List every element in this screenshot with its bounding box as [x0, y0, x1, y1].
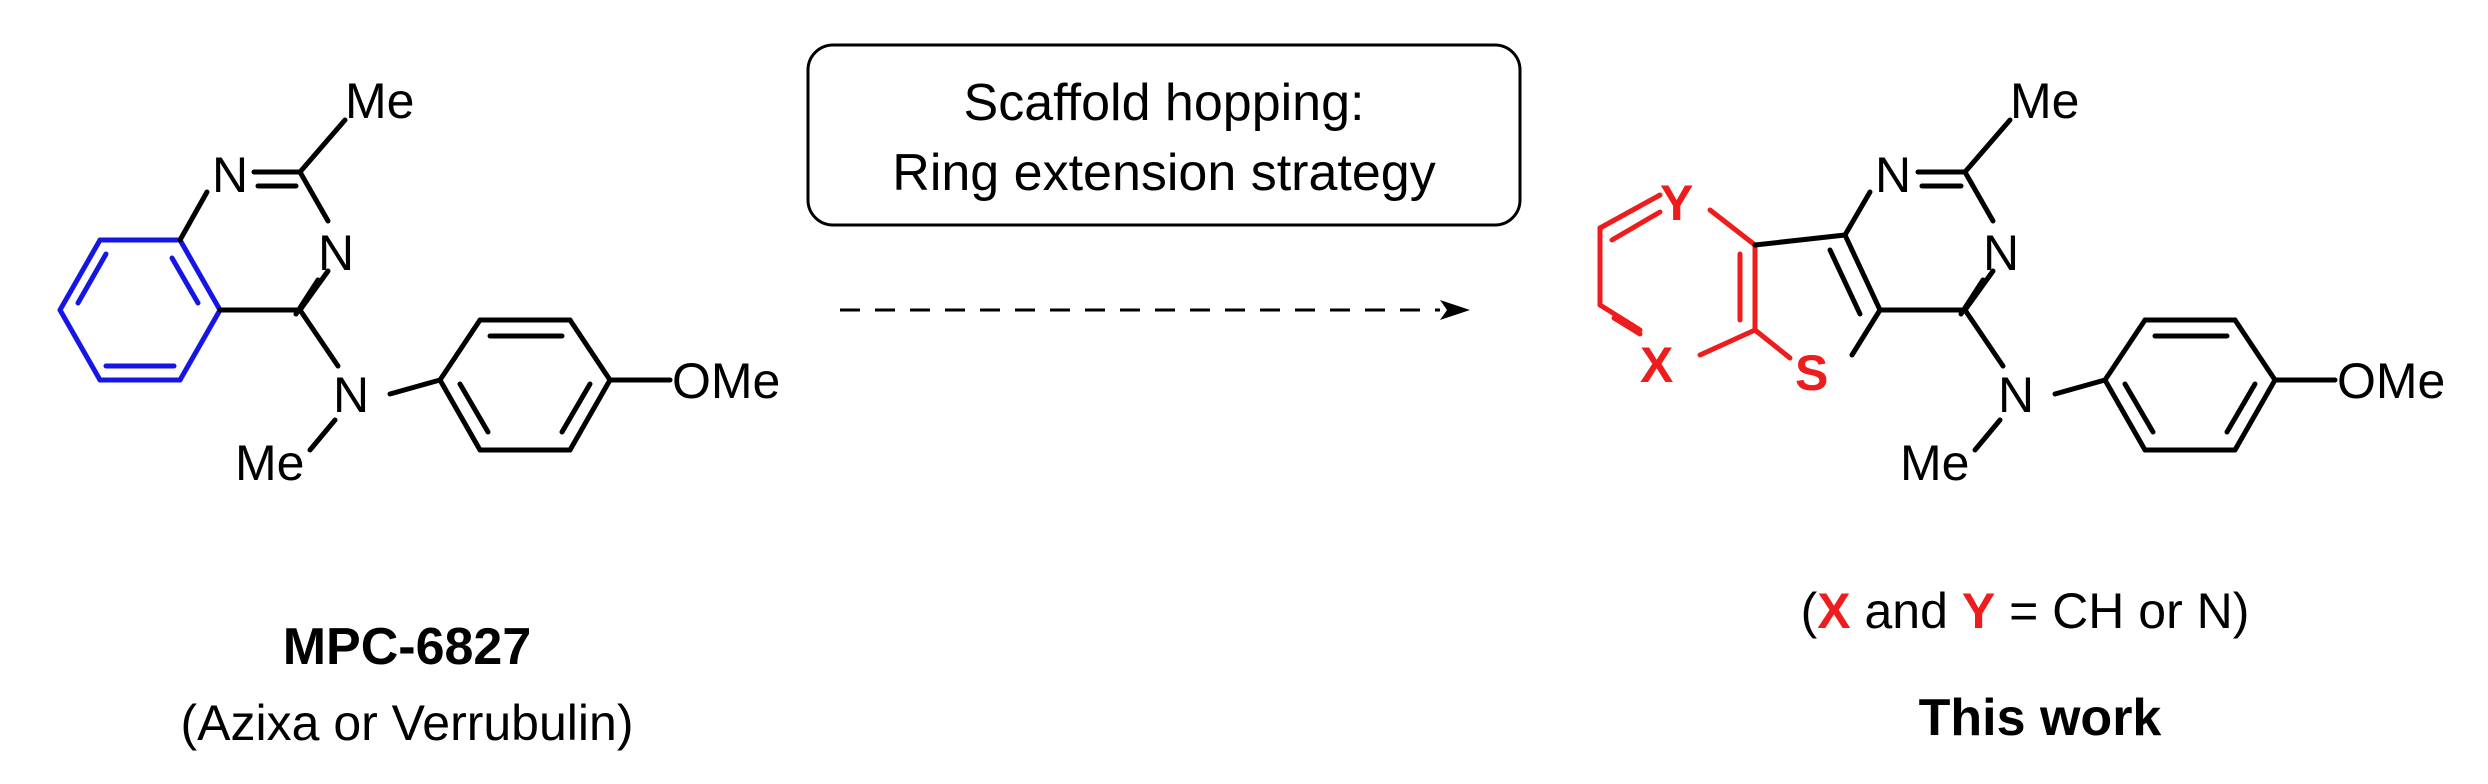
xy-legend-open: ( [1801, 583, 1818, 639]
right-methoxy-label: OMe [2337, 353, 2445, 409]
scaffold-hopping-arrow: Scaffold hopping: Ring extension strateg… [806, 43, 1522, 320]
right-n3-label: N [1983, 225, 2019, 281]
strategy-line-2: Ring extension strategy [892, 144, 1435, 202]
right-n-methyl-label: Me [1900, 435, 1969, 491]
left-molecule: Me N N N Me OMe MPC-6827 (Azixa or Verru… [57, 73, 780, 751]
xy-legend-y: Y [1962, 583, 1995, 639]
arrow-head [1440, 300, 1470, 320]
right-amine-n-label: N [1998, 367, 2034, 423]
right-y-atom-label: Y [1660, 175, 1693, 231]
right-xy-ring [1597, 192, 1758, 358]
left-aniline-group [297, 307, 673, 453]
strategy-box [806, 43, 1522, 227]
right-x-atom-label: X [1640, 337, 1673, 393]
right-thiophene-ring [1752, 232, 1883, 361]
left-benzo-ring [57, 237, 223, 383]
xy-legend-and: and [1851, 583, 1962, 639]
left-amine-n-label: N [333, 367, 369, 423]
xy-legend-x: X [1817, 583, 1850, 639]
right-pyrimidine-ring [1842, 117, 2013, 317]
xy-legend: (X and Y = CH or N) [1801, 583, 2250, 639]
right-aniline-group [1962, 307, 2338, 453]
right-s-atom-label: S [1795, 345, 1828, 401]
xy-legend-rest: = CH or N) [1995, 583, 2249, 639]
strategy-line-1: Scaffold hopping: [964, 74, 1365, 132]
right-molecule: Y X S Me N N N Me OMe (X and Y = CH or N… [1597, 73, 2445, 747]
left-compound-name: MPC-6827 [283, 618, 532, 676]
left-n1-label: N [212, 147, 248, 203]
left-methyl-label: Me [345, 73, 414, 129]
left-n3-label: N [318, 225, 354, 281]
right-methyl-label: Me [2010, 73, 2079, 129]
this-work-label: This work [1919, 689, 2162, 747]
right-n1-label: N [1875, 147, 1911, 203]
left-n-methyl-label: Me [235, 435, 304, 491]
left-pyrimidine-ring [177, 117, 348, 317]
left-methoxy-label: OMe [672, 353, 780, 409]
left-compound-aliases: (Azixa or Verrubulin) [181, 695, 634, 751]
